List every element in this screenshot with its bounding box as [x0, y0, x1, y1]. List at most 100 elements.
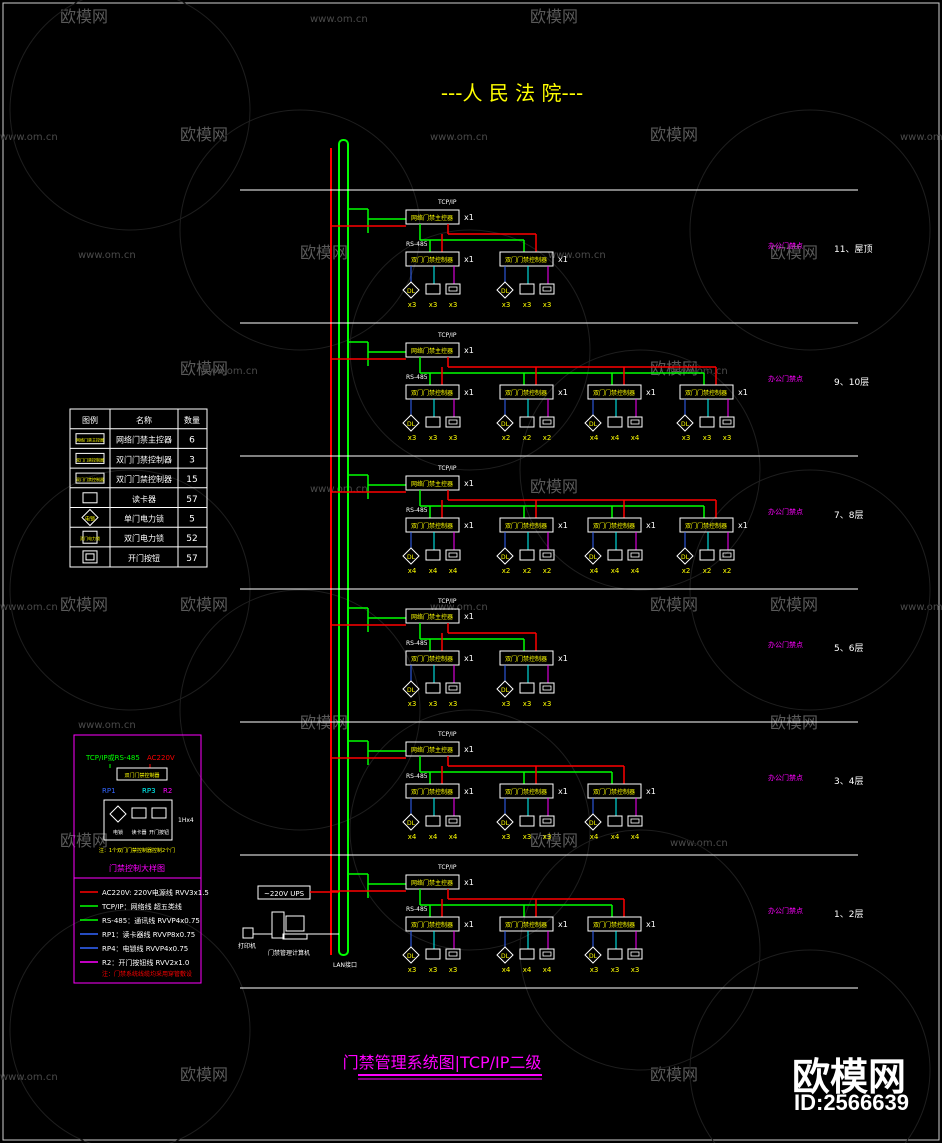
exit-button-device — [445, 283, 461, 295]
main-controller-label: 网络门禁主控器 — [411, 746, 453, 754]
watermark-circle — [349, 709, 591, 951]
floor-name: 7、8层 — [834, 510, 863, 521]
detail-device-box — [103, 799, 173, 841]
lock-glyph: DL — [589, 554, 598, 561]
bottom-title: 门禁管理系统图|TCP/IP二级 — [343, 1053, 542, 1072]
watermark-url: www.om.cn — [78, 250, 136, 261]
door-controller-box — [405, 916, 460, 932]
exit-button-inner — [630, 552, 640, 558]
watermark-circle — [9, 909, 251, 1143]
door-controller-box — [587, 916, 642, 932]
card-reader-device — [519, 948, 535, 960]
exit-button-device — [539, 416, 555, 428]
watermark-url: www.om.cn — [430, 132, 488, 143]
legend-qty: 6 — [189, 436, 195, 446]
exit-button-device — [627, 549, 643, 561]
door-controller-label: 双门门禁控制器 — [593, 921, 635, 929]
watermark-text: 欧模网 — [650, 125, 698, 144]
exit-button-inner — [448, 685, 458, 691]
door-controller-label: 双门门禁控制器 — [411, 788, 453, 796]
device-count: x4 — [611, 833, 620, 841]
legend-icon: 双门门禁控制器 — [75, 452, 105, 464]
device-count: x3 — [449, 301, 458, 309]
device-count: x3 — [543, 833, 552, 841]
exit-button-device — [539, 815, 555, 827]
rs485-label: RS-485 — [406, 374, 428, 381]
device-count: x4 — [590, 833, 599, 841]
legend-icon-box — [82, 550, 98, 564]
watermark-text: 欧模网 — [530, 7, 578, 26]
detail-border — [73, 734, 202, 984]
brand-id: ID:2566639 — [794, 1090, 909, 1115]
lock-device — [496, 414, 514, 432]
device-count: x2 — [502, 434, 511, 442]
watermark-text: 欧模网 — [300, 243, 348, 262]
detail-top-left: TCP/IP或RS-485 — [85, 753, 140, 762]
main-controller-label: 网络门禁主控器 — [411, 347, 453, 355]
main-controller-label: 网络门禁主控器 — [411, 480, 453, 488]
qty-label: x1 — [558, 920, 568, 929]
qty-label: x1 — [646, 787, 656, 796]
qty-label: x1 — [464, 346, 474, 355]
qty-label: x1 — [558, 255, 568, 264]
card-reader-device — [519, 549, 535, 561]
detail-side-label: 1Hx4 — [178, 817, 194, 824]
floor-name: 1、2层 — [834, 909, 863, 920]
watermark-url: www.om.cn — [430, 602, 488, 613]
legend-icon-box — [75, 452, 105, 464]
lock-device — [584, 946, 602, 964]
legend-icon — [82, 492, 98, 504]
door-controller-label: 双门门禁控制器 — [411, 921, 453, 929]
diagram-title: ---人 民 法 院--- — [441, 81, 583, 105]
lock-device — [402, 946, 420, 964]
exit-button-inner — [542, 419, 552, 425]
rs485-label: RS-485 — [406, 906, 428, 913]
detail-rp-label: RP1 — [102, 787, 116, 795]
device-count: x4 — [590, 567, 599, 575]
device-count: x3 — [408, 301, 417, 309]
card-reader-device — [425, 815, 441, 827]
rs485-label: RS-485 — [406, 640, 428, 647]
detail-item-label: 电锁 — [113, 829, 123, 836]
detail-reader-icon — [131, 807, 147, 819]
trunk-lines: LAN接口 — [330, 139, 357, 969]
door-controller-label: 双门门禁控制器 — [685, 389, 727, 397]
legend-icon-box — [82, 492, 98, 504]
exit-button-inner — [448, 286, 458, 292]
device-count: x3 — [502, 833, 511, 841]
legend-header: 名称 — [136, 415, 152, 425]
device-count: x3 — [543, 301, 552, 309]
watermark-text: 欧模网 — [530, 477, 578, 496]
device-count: x3 — [502, 700, 511, 708]
door-controller-box — [405, 650, 460, 666]
door-controller-box — [499, 251, 554, 267]
door-controller-box — [405, 384, 460, 400]
exit-button-inner — [542, 286, 552, 292]
watermark-circle — [689, 109, 931, 351]
floor-name: 11、屋顶 — [834, 244, 872, 255]
detail-ctrl-box — [116, 767, 168, 781]
door-controller-box — [679, 517, 734, 533]
rs485-label: RS-485 — [406, 773, 428, 780]
detail-ctrl-label: 双门门禁控制器 — [124, 772, 159, 779]
exit-button-inner — [448, 419, 458, 425]
tcpip-label: TCP/IP — [437, 731, 457, 738]
device-count: x3 — [543, 700, 552, 708]
legend-icon-box — [82, 530, 98, 544]
door-controller-box — [405, 517, 460, 533]
exit-button-device — [539, 682, 555, 694]
brand-logo: 欧模网 — [792, 1057, 907, 1099]
door-controller-label: 双门门禁控制器 — [593, 522, 635, 530]
device-count: x2 — [543, 567, 552, 575]
lock-glyph: DL — [681, 554, 690, 561]
card-reader-device — [699, 416, 715, 428]
watermark-url: www.om.cn — [0, 1072, 58, 1083]
legend-icon: 双门电力锁 — [80, 530, 100, 544]
card-reader-device — [519, 815, 535, 827]
lock-device — [584, 547, 602, 565]
legend-qty: 57 — [186, 554, 197, 564]
qty-label: x1 — [464, 479, 474, 488]
